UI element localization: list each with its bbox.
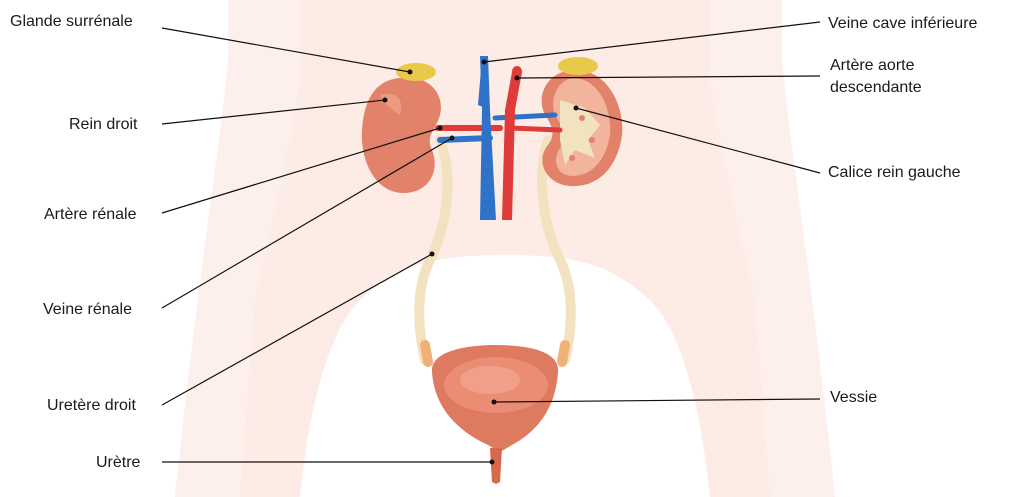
label-glande-surrenale: Glande surrénale	[10, 12, 133, 31]
right-kidney	[362, 78, 441, 194]
label-uretere-droit: Uretère droit	[47, 396, 136, 415]
label-vessie: Vessie	[830, 388, 877, 407]
left-renal-artery	[510, 128, 560, 130]
left-adrenal	[558, 57, 598, 75]
label-calice-rein-gauche: Calice rein gauche	[828, 163, 961, 182]
right-adrenal	[396, 63, 436, 81]
label-artere-renale: Artère rénale	[44, 205, 137, 224]
label-uretre: Urètre	[96, 453, 140, 472]
label-veine-cave-inferieure: Veine cave inférieure	[828, 14, 977, 33]
label-veine-renale: Veine rénale	[43, 300, 132, 319]
label-artere-aorte-line1: Artère aorte	[830, 56, 914, 75]
left-renal-vein	[495, 115, 555, 118]
label-artere-aorte-line2: descendante	[830, 78, 922, 97]
label-rein-droit: Rein droit	[69, 115, 137, 134]
bladder	[432, 345, 558, 484]
